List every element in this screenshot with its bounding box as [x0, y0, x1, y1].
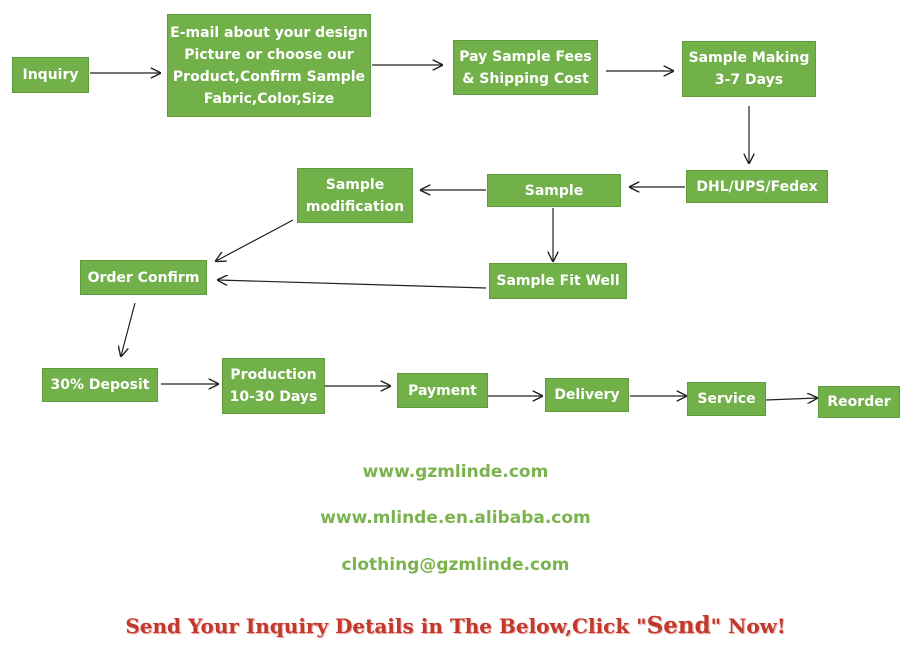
node-label-line: Inquiry	[22, 67, 79, 83]
node-label-line: Product,Confirm Sample	[172, 68, 366, 85]
node-service: Service	[687, 382, 766, 416]
node-sample-making: Sample Making 3-7 Days	[682, 41, 816, 97]
node-label-line: Service	[697, 391, 756, 407]
node-label: 30% Deposit	[51, 374, 150, 396]
node-label: Inquiry	[23, 64, 79, 86]
node-sample-modification: Sample modification	[297, 168, 413, 223]
node-label-line: Sample Making	[688, 50, 810, 66]
email-link[interactable]: clothing@gzmlinde.com	[341, 555, 570, 575]
node-label-line: 30% Deposit	[50, 377, 150, 393]
alibaba-link[interactable]: www.mlinde.en.alibaba.com	[320, 508, 591, 528]
node-label-line: E-mail about your design	[170, 24, 368, 41]
node-delivery: Delivery	[545, 378, 629, 412]
node-label-line: Sample Fit Well	[496, 273, 620, 289]
node-sample: Sample	[487, 174, 621, 207]
node-label: Pay Sample Fees & Shipping Cost	[459, 46, 592, 90]
node-30-deposit: 30% Deposit	[42, 368, 158, 402]
node-dhl-ups-fedex: DHL/UPS/Fedex	[686, 170, 828, 203]
node-label-line: Delivery	[554, 387, 620, 403]
node-reorder: Reorder	[818, 386, 900, 418]
node-label: Production 10-30 Days	[230, 364, 318, 408]
node-label-line: Picture or choose our	[184, 46, 354, 63]
node-label: Payment	[408, 380, 477, 402]
node-label-line: Payment	[408, 382, 477, 399]
node-label: Sample Making 3-7 Days	[689, 47, 810, 91]
node-payment: Payment	[397, 373, 488, 408]
cta-text-before: Send Your Inquiry Details in The Below,C…	[125, 614, 647, 638]
node-label-line: Sample	[325, 176, 385, 193]
node-sample-fit-well: Sample Fit Well	[489, 263, 627, 299]
node-label-line: & Shipping Cost	[462, 70, 589, 87]
node-order-confirm: Order Confirm	[80, 260, 207, 295]
node-label-line: Production	[230, 367, 317, 383]
node-label: Delivery	[554, 384, 619, 406]
node-label-line: Pay Sample Fees	[459, 48, 592, 65]
node-inquiry: Inquiry	[12, 57, 89, 93]
node-label: Reorder	[827, 391, 890, 413]
cta-text-after: " Now!	[710, 614, 786, 638]
node-label: DHL/UPS/Fedex	[696, 176, 817, 198]
node-label-line: modification	[305, 198, 405, 215]
arrow-fit-to-order	[218, 280, 487, 289]
node-production: Production 10-30 Days	[222, 358, 325, 414]
node-label-line: Fabric,Color,Size	[203, 90, 335, 107]
node-label-line: 3-7 Days	[714, 72, 784, 88]
node-pay-sample-fees: Pay Sample Fees & Shipping Cost	[453, 40, 598, 95]
cta-send-word: Send	[646, 612, 711, 639]
node-label: Sample Fit Well	[496, 270, 619, 292]
node-label: Sample modification	[306, 174, 404, 218]
node-label: Sample	[525, 180, 583, 202]
node-label-line: Order Confirm	[87, 269, 200, 286]
website-link[interactable]: www.gzmlinde.com	[362, 462, 549, 482]
send-inquiry-banner: Send Your Inquiry Details in The Below,C…	[0, 612, 911, 639]
node-label: Service	[697, 388, 755, 410]
arrow-order-to-deposit	[121, 302, 136, 356]
node-label-line: 10-30 Days	[229, 389, 318, 405]
node-label-line: Sample	[524, 182, 584, 199]
arrow-service-to-reorder	[765, 398, 817, 400]
node-label-line: DHL/UPS/Fedex	[696, 178, 818, 195]
node-label: Order Confirm	[88, 267, 200, 289]
node-label-line: Reorder	[827, 394, 891, 410]
arrow-modification-to-order	[216, 219, 294, 261]
